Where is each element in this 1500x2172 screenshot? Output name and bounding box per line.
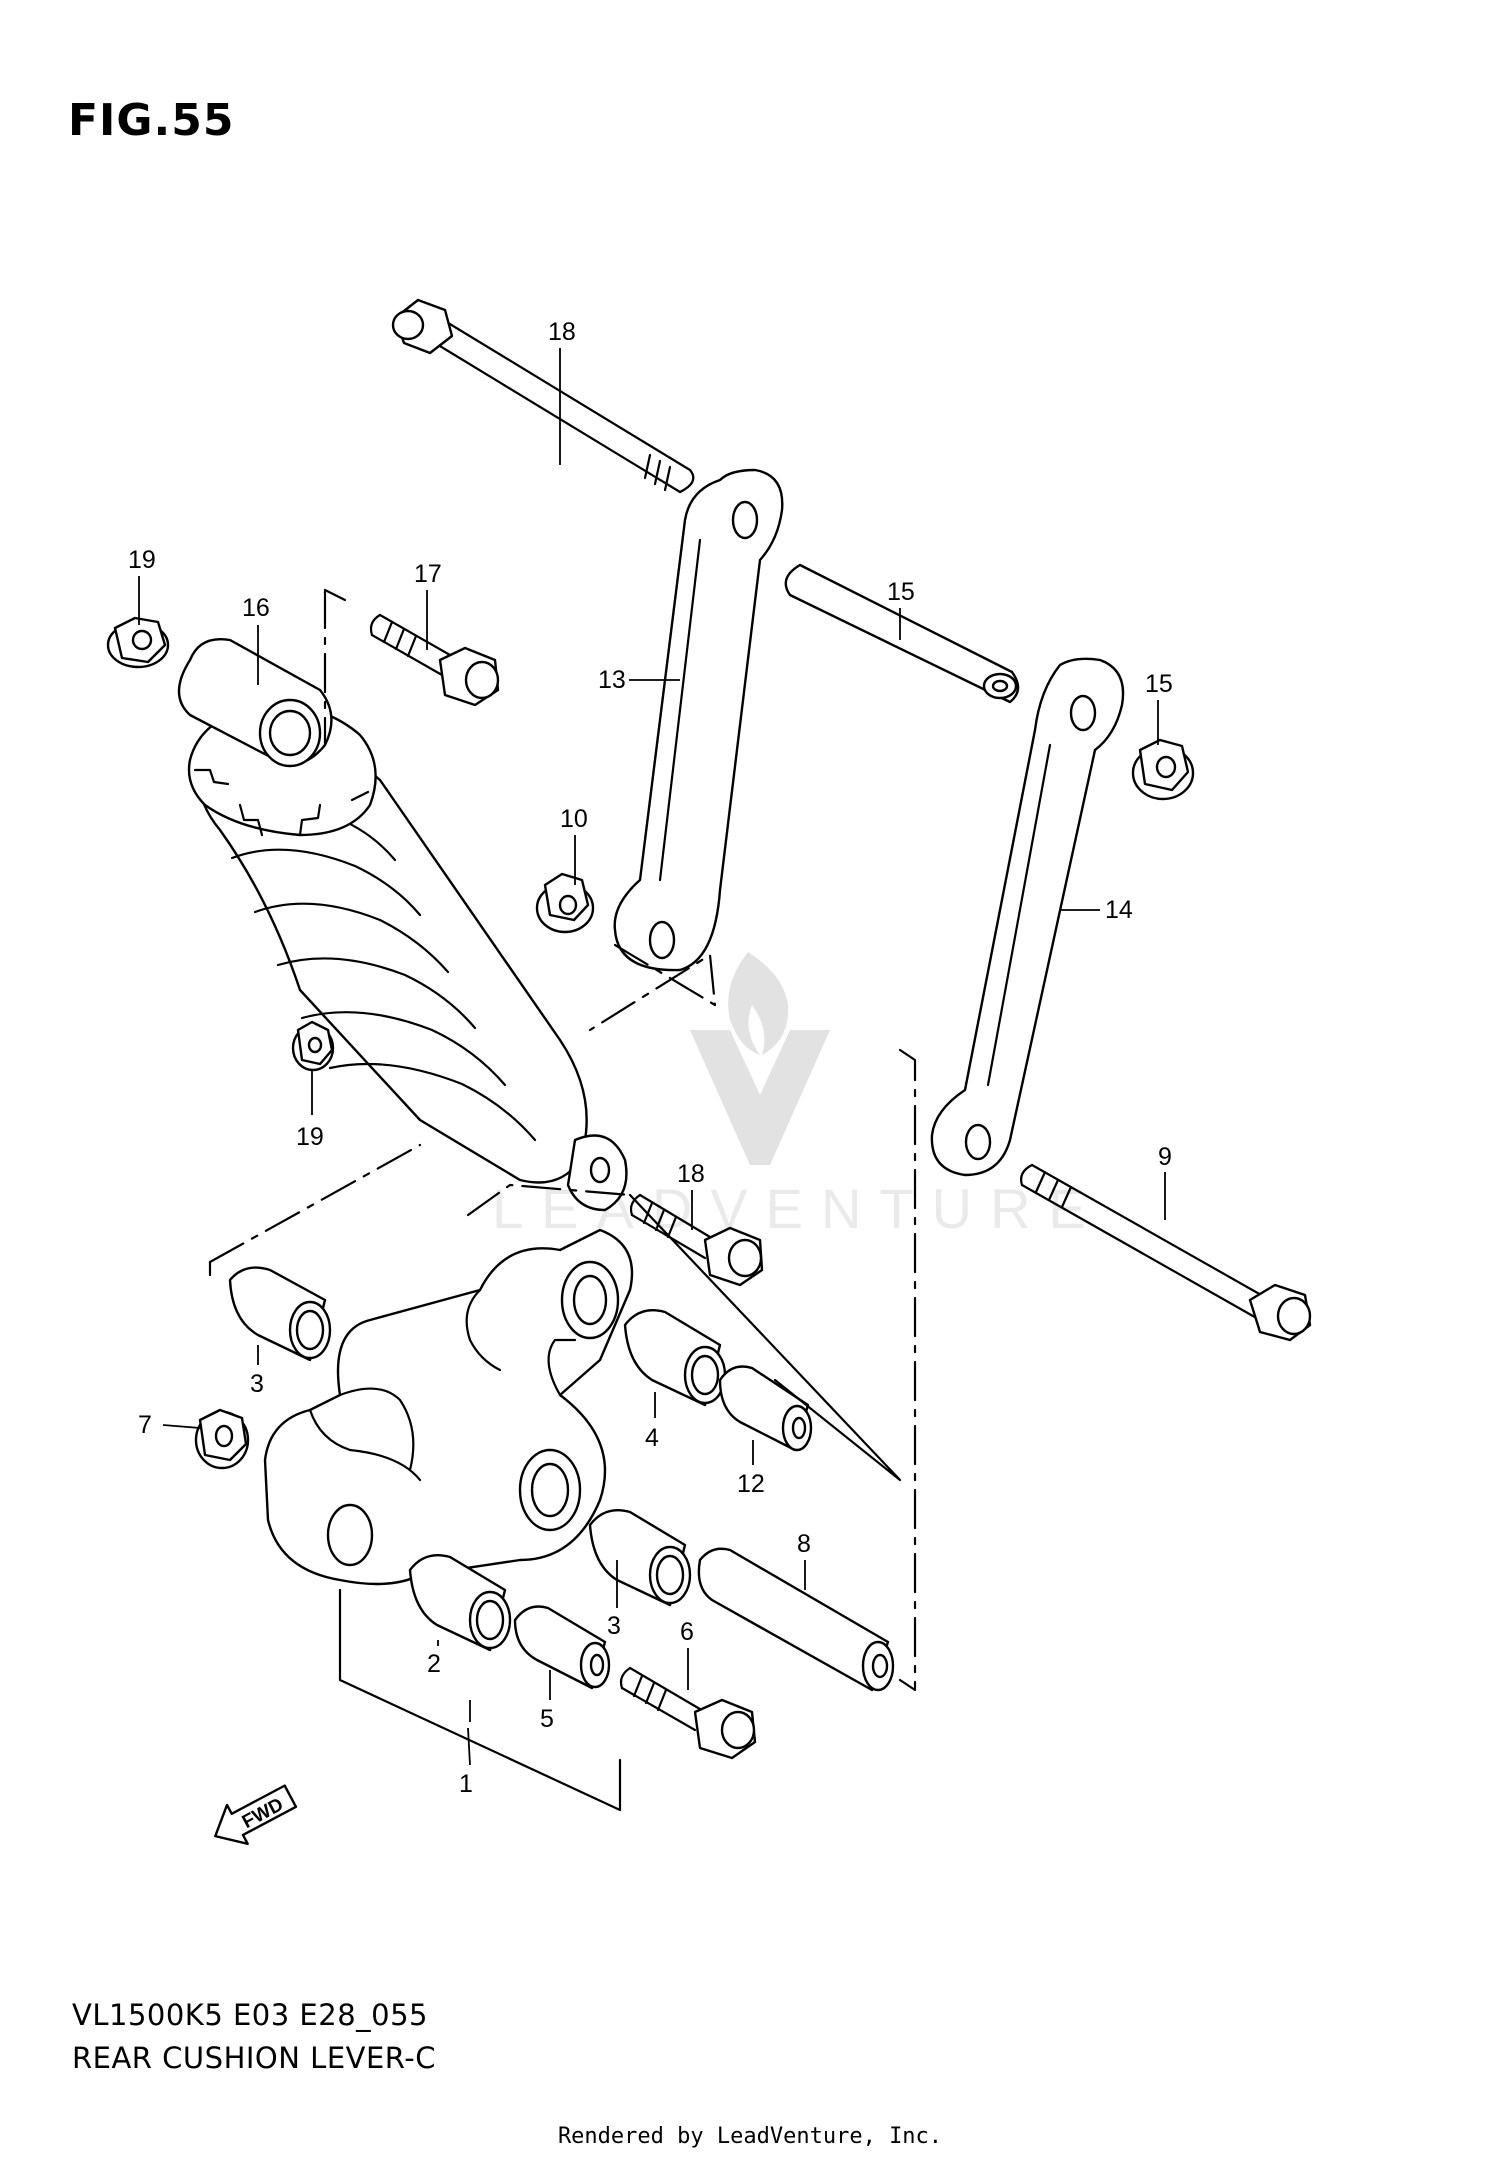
part-6-bolt xyxy=(619,1666,757,1760)
callout-labels: 18 19 16 17 15 13 15 10 14 19 9 18 3 7 4… xyxy=(128,318,1173,1798)
part-13-spacer-tube xyxy=(784,563,1020,704)
part-9-bolt xyxy=(1020,1163,1312,1342)
callout-19-upper: 19 xyxy=(128,546,156,574)
callout-19-lower: 19 xyxy=(296,1123,324,1151)
callout-13: 15 xyxy=(887,578,915,606)
part-15-nut xyxy=(1131,738,1195,801)
callout-17: 17 xyxy=(414,560,442,588)
part-2-bushing xyxy=(408,1553,512,1652)
part-19-nut-upper xyxy=(106,616,170,669)
part-4-bushing xyxy=(623,1308,727,1407)
part-14-bolt xyxy=(391,298,695,494)
part-3-bushing-a xyxy=(228,1266,332,1362)
fwd-arrow-icon: FWD xyxy=(214,1784,298,1846)
figure-title: FIG.55 xyxy=(68,95,235,146)
callout-3-a: 3 xyxy=(250,1370,264,1398)
callout-9: 9 xyxy=(1158,1143,1172,1171)
callout-14: 18 xyxy=(548,318,576,346)
leader-lines xyxy=(138,348,1166,1766)
model-code: VL1500K5 E03 E28_055 xyxy=(72,1998,429,2032)
part-12-link-plate-right xyxy=(930,657,1125,1177)
render-credit: Rendered by LeadVenture, Inc. xyxy=(557,2124,943,2149)
part-8-spacer-tube xyxy=(697,1547,895,1692)
callout-16: 16 xyxy=(242,594,270,622)
callout-4: 4 xyxy=(645,1424,659,1452)
assembly-guide-lines xyxy=(208,588,917,1812)
part-19-nut-lower xyxy=(291,1020,335,1072)
part-16-rear-shock xyxy=(177,638,628,1212)
callout-11: 12 xyxy=(737,1470,765,1498)
callout-10: 10 xyxy=(560,805,588,833)
callout-12-left: 13 xyxy=(598,666,626,694)
callout-18: 18 xyxy=(677,1160,705,1188)
diagram-name: REAR CUSHION LEVER-C xyxy=(72,2041,436,2075)
callout-15: 15 xyxy=(1145,670,1173,698)
part-17-bolt xyxy=(369,613,500,707)
part-18-bolt xyxy=(629,1193,764,1287)
part-1-cushion-lever xyxy=(263,1228,634,1586)
part-7-nut xyxy=(194,1408,250,1470)
callout-8: 8 xyxy=(797,1530,811,1558)
part-5-collar xyxy=(513,1605,611,1690)
callout-6: 6 xyxy=(680,1618,694,1646)
callout-3-b: 3 xyxy=(607,1612,621,1640)
callout-7: 7 xyxy=(138,1411,152,1439)
callout-2: 2 xyxy=(427,1650,441,1678)
callout-12-right: 14 xyxy=(1105,896,1133,924)
callout-5: 5 xyxy=(540,1705,554,1733)
callout-1: 1 xyxy=(459,1770,473,1798)
part-11-collar xyxy=(718,1365,813,1452)
part-10-nut xyxy=(535,872,595,934)
part-12-link-plate-left xyxy=(613,468,784,972)
part-3-bushing-b xyxy=(588,1508,692,1607)
